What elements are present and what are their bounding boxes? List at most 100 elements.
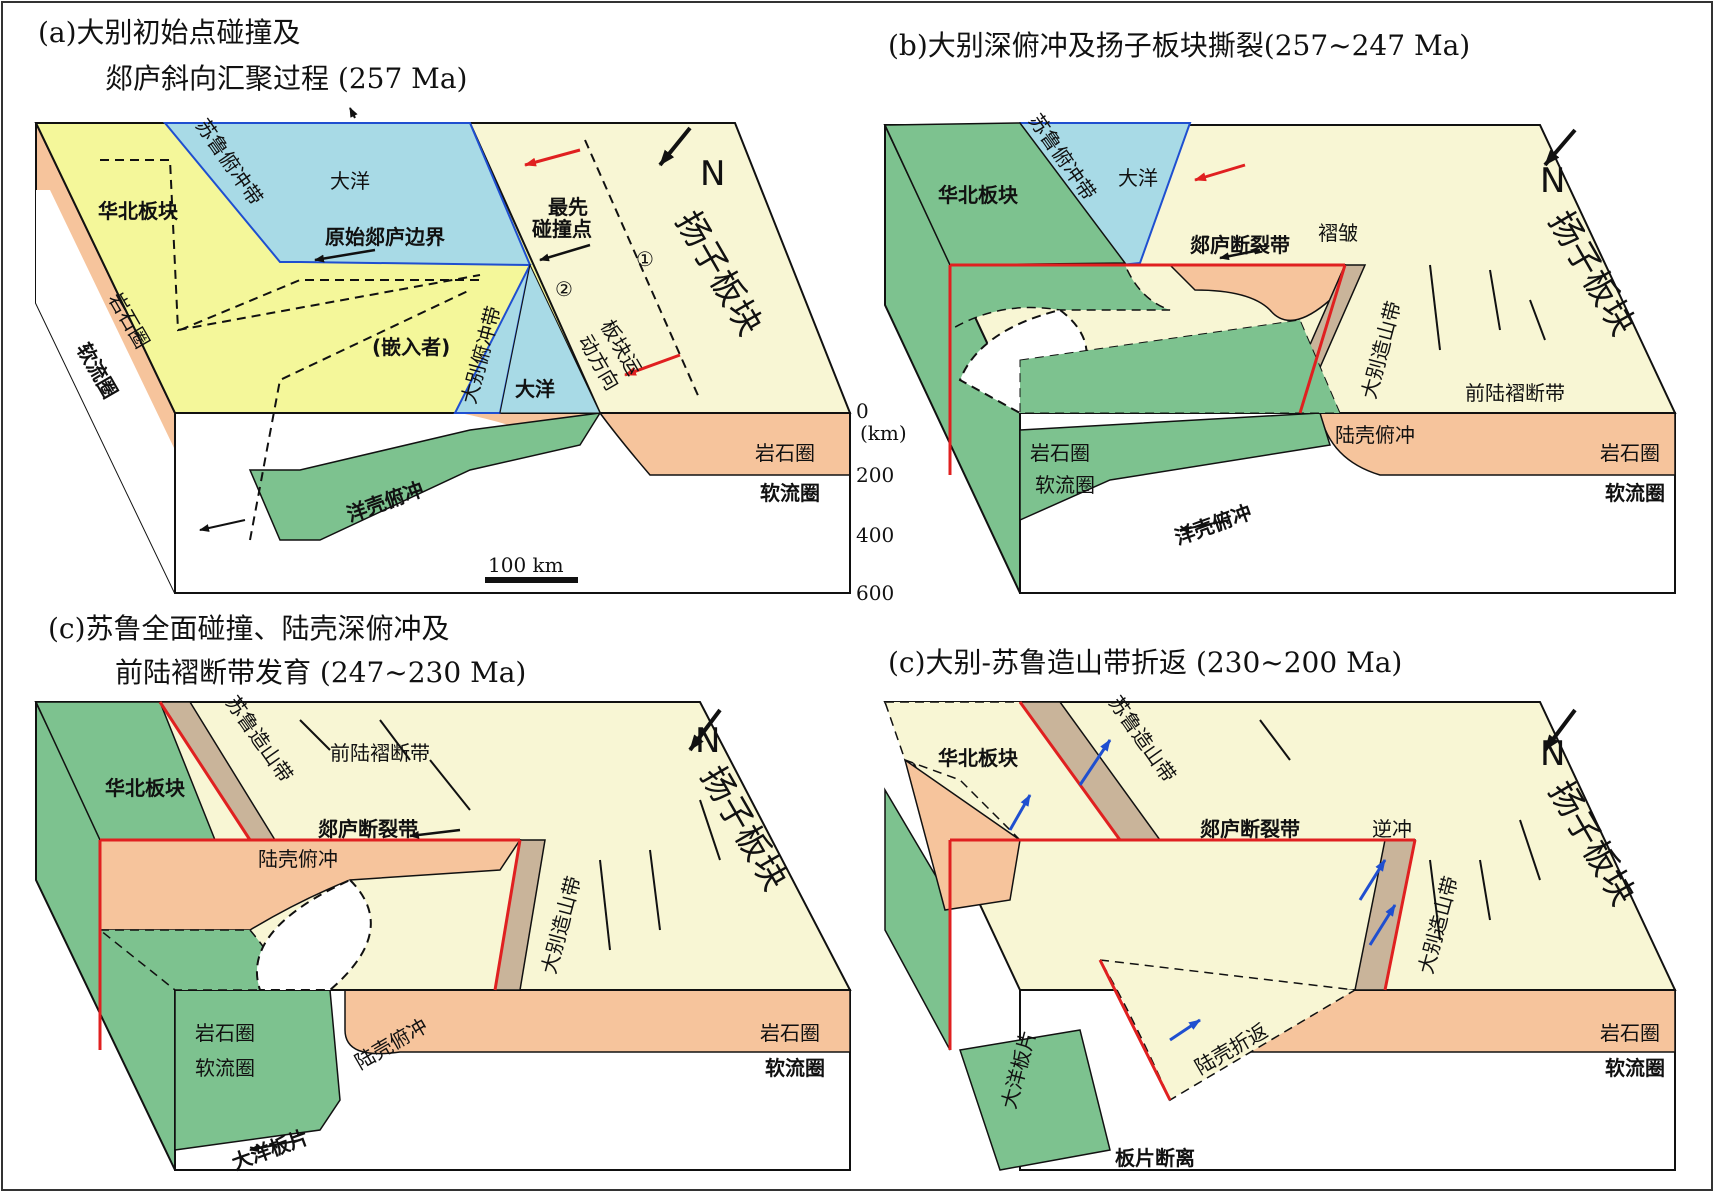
panel-d-asthenosphere-right: 软流圈 <box>1605 1056 1665 1080</box>
panel-a-arrow-collision <box>539 243 591 262</box>
panel-a-original-boundary-label: 原始郯庐边界 <box>325 225 445 249</box>
panel-c-foreland-label: 前陆褶断带 <box>330 741 430 765</box>
panel-b-title: (b)大别深俯冲及扬子板块撕裂(257~247 Ma) <box>888 29 1470 62</box>
panel-c-fault-arrow <box>409 828 461 839</box>
panel-d-blue-arrow-5 <box>1169 1018 1201 1042</box>
panel-c-title-line2: 前陆褶断带发育 (247~230 Ma) <box>115 656 526 689</box>
panel-a-red-arrow-2 <box>624 353 681 377</box>
panel-b-slab-arrow <box>1179 519 1231 533</box>
panel-b-north-china-label: 华北板块 <box>938 183 1019 207</box>
panel-a-first-collision-2: 碰撞点 <box>532 217 592 241</box>
panel-d-lith-left <box>903 758 1021 911</box>
panel-b-foreland-label: 前陆褶断带 <box>1465 381 1565 405</box>
panel-a-asthenosphere-right: 软流圈 <box>760 481 820 505</box>
panel-c-front-lithosphere <box>344 989 851 1055</box>
panel-a-north-arrow <box>658 126 692 167</box>
panel-c-title-line1: (c)苏鲁全面碰撞、陆壳深俯冲及 <box>48 612 450 645</box>
panel-d-north-china-label: 华北板块 <box>938 746 1019 770</box>
panel-c-sulu-fault <box>158 701 252 841</box>
panel-a-depth-unit: (km) <box>860 421 907 445</box>
panel-c-north-china-label: 华北板块 <box>105 776 186 800</box>
panel-b-continental-subduction: 陆壳俯冲 <box>1335 423 1415 447</box>
panel-a-depth-tick-600: 600 <box>856 581 894 605</box>
panel-a-ocean-top <box>162 122 532 414</box>
panel-a-oceanic-slab <box>248 412 602 541</box>
panel-c-continental-subduction-top: 陆壳俯冲 <box>258 847 338 871</box>
panel-a-arrow-slab <box>199 519 246 532</box>
panel-b-ocean-label: 大洋 <box>1118 166 1158 190</box>
panel-d-exhume-fault <box>1098 959 1172 1101</box>
panel-a-lithosphere-right: 岩石圈 <box>755 441 815 465</box>
panel-b-fold-3 <box>1529 299 1546 341</box>
panel-b-lithosphere-right: 岩石圈 <box>1600 441 1660 465</box>
panel-b-tanlu-label: 郯庐断裂带 <box>1190 233 1290 257</box>
panel-a <box>34 107 852 594</box>
panel-a-dashed-boundary-3 <box>249 289 471 541</box>
panel-b-dabie-fault <box>1298 264 1347 414</box>
panel-a-dashed-boundary-1 <box>100 159 481 332</box>
panel-a-asthenosphere-left <box>36 190 175 593</box>
panel-b-lith-wedge <box>1168 264 1347 322</box>
panel-d-blue-arrow-3 <box>1358 859 1387 901</box>
panel-c-asthenosphere-left: 软流圈 <box>195 1056 255 1080</box>
panel-d-lithosphere-right: 岩石圈 <box>1600 1021 1660 1045</box>
panel-a-depth-tick-400: 400 <box>856 523 894 547</box>
panel-a-front-lithosphere <box>175 412 851 476</box>
panel-c-fold-5 <box>649 849 661 931</box>
panel-c-fold-6 <box>699 799 721 861</box>
panel-b-red-arrow <box>1194 163 1246 182</box>
panel-d-tanlu-label: 郯庐断裂带 <box>1200 817 1300 841</box>
panel-d-north-arrow <box>1543 708 1577 752</box>
panel-b-fold-2 <box>1489 269 1501 331</box>
panel-c-lithosphere-right: 岩石圈 <box>760 1021 820 1045</box>
panel-a-arrow-boundary <box>314 248 376 263</box>
panel-d-fold-2 <box>1479 859 1491 921</box>
panel-d-blue-arrow-1 <box>1078 739 1112 786</box>
panel-d-sulu-fault <box>1018 701 1122 841</box>
panel-a-ocean-lower <box>499 263 601 414</box>
panel-b-fold-label: 褶皱 <box>1318 221 1358 245</box>
panel-c-fold-1 <box>299 719 331 751</box>
panel-c-slab-arrow <box>249 1139 301 1153</box>
panel-a-indenter-label: (嵌入者) <box>372 335 450 359</box>
panel-a-red-arrow-1 <box>524 148 581 167</box>
panel-d-oceanic-slab <box>959 1029 1111 1171</box>
panel-d-fold-3 <box>1519 819 1541 881</box>
panel-d-fold-4 <box>1259 719 1291 761</box>
panel-c-asthenosphere-right: 软流圈 <box>765 1056 825 1080</box>
panel-a-title-line2: 郯庐斜向汇聚过程 (257 Ma) <box>105 62 467 95</box>
panel-c-gap <box>255 878 372 991</box>
panel-c-dabie-fault <box>493 839 522 991</box>
panel-c <box>34 701 852 1171</box>
panel-d-title: (c)大别-苏鲁造山带折返 (230~200 Ma) <box>888 646 1402 679</box>
panel-d-slab-breakoff: 板片断离 <box>1115 1146 1195 1170</box>
panel-a-ocean-bottom-label: 大洋 <box>515 377 555 401</box>
panel-b-north-china-top <box>883 122 1127 266</box>
panel-b <box>883 122 1677 594</box>
panel-b-asthenosphere-right: 软流圈 <box>1605 481 1665 505</box>
panel-a-depth-tick-0: 0 <box>856 399 869 423</box>
panel-c-fold-4 <box>599 859 611 951</box>
panel-a-ocean-top-label: 大洋 <box>330 169 370 193</box>
panel-b-north-lower <box>949 264 1171 332</box>
panel-a-north-china-label: 华北板块 <box>98 199 179 223</box>
panel-d-thrust-label: 逆冲 <box>1372 817 1412 841</box>
panel-c-lithosphere-left: 岩石圈 <box>195 1021 255 1045</box>
panel-b-green-mid <box>1019 319 1341 414</box>
panel-c-fold-3 <box>429 759 471 811</box>
panel-a-circle-1: ① <box>636 247 654 271</box>
panel-b-front-green <box>1019 412 1331 522</box>
panel-b-asthenosphere-left: 软流圈 <box>1035 473 1095 497</box>
panel-d-blue-arrow-2 <box>1008 794 1032 831</box>
panel-b-north-label: N <box>1540 161 1565 201</box>
panel-c-north-label: N <box>695 721 720 761</box>
panel-c-north-arrow <box>688 708 722 752</box>
panel-c-tanlu-label: 郯庐断裂带 <box>318 817 418 841</box>
panel-a-arrow-top <box>349 107 358 119</box>
panel-a-scale-label: 100 km <box>488 553 564 577</box>
panel-b-fault-arrow <box>1219 248 1261 261</box>
panel-c-fold-2 <box>379 719 411 761</box>
panel-b-north-arrow <box>1543 128 1577 167</box>
